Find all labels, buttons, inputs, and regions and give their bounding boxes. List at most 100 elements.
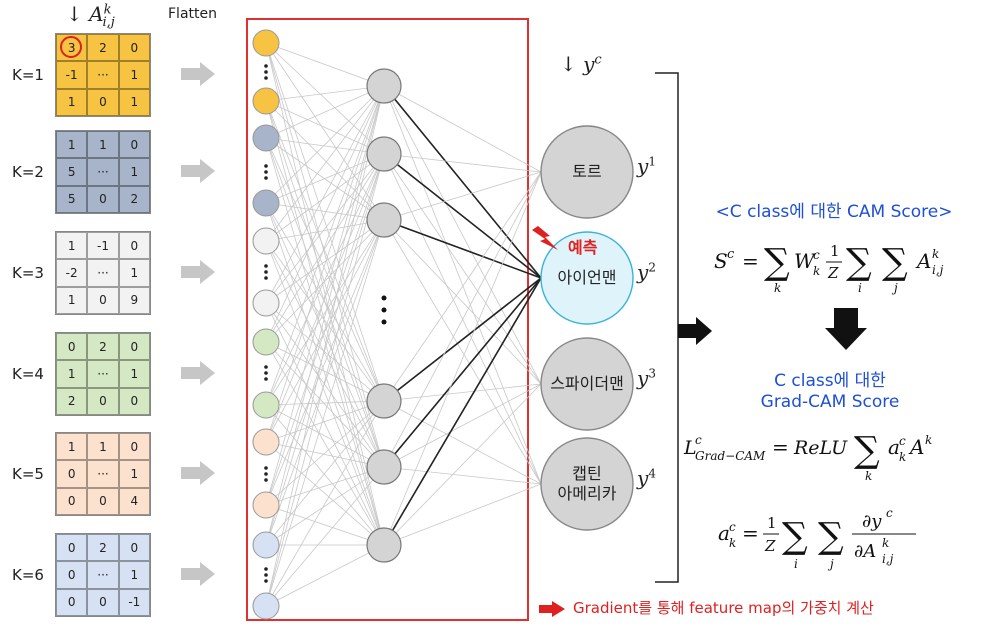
feature-map-cell: 0 bbox=[56, 534, 88, 562]
feature-map-cell: 2 bbox=[56, 387, 88, 415]
connection-line bbox=[265, 341, 385, 546]
connection-line bbox=[265, 153, 385, 546]
ellipsis-dot bbox=[264, 365, 268, 369]
output-y-superscript: 1 bbox=[648, 154, 656, 169]
svg-text:A: A bbox=[915, 249, 931, 273]
feature-map-cell: 5 bbox=[56, 185, 88, 213]
svg-text:k: k bbox=[813, 264, 820, 278]
hidden-node bbox=[366, 202, 402, 238]
connection-line bbox=[265, 219, 385, 343]
svg-text:Grad−CAM: Grad−CAM bbox=[695, 449, 766, 463]
svg-text:∑: ∑ bbox=[764, 242, 790, 283]
connection-line bbox=[265, 85, 385, 443]
hidden-node bbox=[366, 68, 402, 104]
feature-map-cell: 1 bbox=[118, 259, 150, 287]
feature-map-cell: 4 bbox=[118, 487, 150, 515]
feature-map-cell: 1 bbox=[87, 433, 119, 461]
flatten-arrow-icon bbox=[181, 159, 215, 183]
connection-line bbox=[265, 100, 385, 402]
ellipsis-dot bbox=[264, 567, 268, 571]
output-class-label: 아이언맨 bbox=[557, 268, 617, 287]
footer-note: Gradient를 통해 feature map의 가중치 계산 bbox=[573, 599, 874, 617]
svg-text:=: = bbox=[772, 435, 789, 459]
flatten-arrow-icon bbox=[181, 260, 215, 284]
input-node bbox=[252, 391, 280, 419]
highlight-circle-icon bbox=[60, 36, 82, 58]
svg-text:A: A bbox=[908, 435, 924, 459]
connection-line bbox=[265, 466, 385, 607]
connection-line bbox=[265, 42, 385, 155]
feature-map-cell: ··· bbox=[87, 561, 119, 589]
connection-line bbox=[383, 85, 542, 485]
feature-map-cell: 9 bbox=[118, 286, 150, 314]
svg-text:a: a bbox=[718, 521, 730, 545]
ellipsis-dot bbox=[381, 307, 387, 313]
flatten-arrow-icon bbox=[181, 461, 215, 485]
output-class-label: 캡틴 아메리카 bbox=[557, 464, 617, 503]
feature-map-cell: ··· bbox=[87, 61, 119, 89]
connection-line bbox=[383, 383, 542, 546]
svg-text:j: j bbox=[891, 281, 898, 295]
connection-line bbox=[265, 42, 385, 468]
feature-map-cell: 1 bbox=[118, 158, 150, 186]
connection-line bbox=[265, 85, 385, 204]
feature-map-cell: 1 bbox=[118, 360, 150, 388]
connection-line bbox=[265, 219, 385, 506]
gradcam-title-line1: C class에 대한 bbox=[774, 371, 886, 391]
input-node bbox=[252, 289, 280, 317]
connection-line bbox=[265, 404, 385, 468]
connection-line bbox=[265, 85, 385, 343]
feature-map-cell: 2 bbox=[118, 185, 150, 213]
connection-line bbox=[265, 466, 385, 546]
feature-map-cell: 1 bbox=[56, 433, 88, 461]
feature-map-label: K=4 bbox=[12, 365, 44, 383]
connection-line bbox=[383, 483, 542, 546]
connection-line bbox=[265, 85, 385, 242]
svg-text:ReLU: ReLU bbox=[793, 437, 848, 459]
feature-map-label: K=1 bbox=[12, 66, 44, 84]
connection-line bbox=[265, 202, 385, 468]
ellipsis-dot bbox=[264, 371, 268, 375]
lightning-icon bbox=[532, 226, 558, 250]
connection-line bbox=[265, 302, 385, 546]
svg-text:1: 1 bbox=[767, 514, 777, 532]
feature-map-cell: 0 bbox=[87, 588, 119, 616]
feature-map-cell: 0 bbox=[56, 487, 88, 515]
input-node bbox=[252, 592, 280, 620]
ellipsis-dot bbox=[264, 472, 268, 476]
highlighted-connection-line bbox=[383, 277, 542, 468]
svg-text:=: = bbox=[742, 249, 759, 273]
hidden-node bbox=[366, 383, 402, 419]
feature-map-cell: 1 bbox=[56, 232, 88, 260]
connection-line bbox=[265, 85, 385, 304]
hidden-node bbox=[366, 527, 402, 563]
feature-map-cell: 0 bbox=[87, 387, 119, 415]
connection-line bbox=[383, 153, 542, 385]
feature-map-cell: 2 bbox=[87, 34, 119, 62]
connection-line bbox=[265, 400, 385, 506]
ellipsis-dot bbox=[264, 170, 268, 174]
input-node bbox=[252, 189, 280, 217]
svg-text:k: k bbox=[932, 247, 939, 261]
ellipsis-dot bbox=[264, 579, 268, 583]
feature-map-cell: 0 bbox=[118, 333, 150, 361]
svg-text:S: S bbox=[714, 249, 728, 273]
feature-map-cell: 2 bbox=[87, 534, 119, 562]
svg-text:a: a bbox=[888, 435, 900, 459]
connection-line bbox=[265, 302, 385, 402]
down-arrow-icon bbox=[825, 308, 867, 350]
ellipsis-dot bbox=[264, 176, 268, 180]
connection-line bbox=[265, 85, 385, 506]
output-y-label: y4 bbox=[637, 466, 656, 490]
svg-text:k: k bbox=[899, 450, 906, 464]
output-node bbox=[540, 437, 634, 531]
feature-map-cell: 2 bbox=[87, 333, 119, 361]
connection-line bbox=[265, 219, 385, 443]
feature-map-cell: 1 bbox=[56, 360, 88, 388]
right-arrow-icon bbox=[678, 317, 712, 345]
